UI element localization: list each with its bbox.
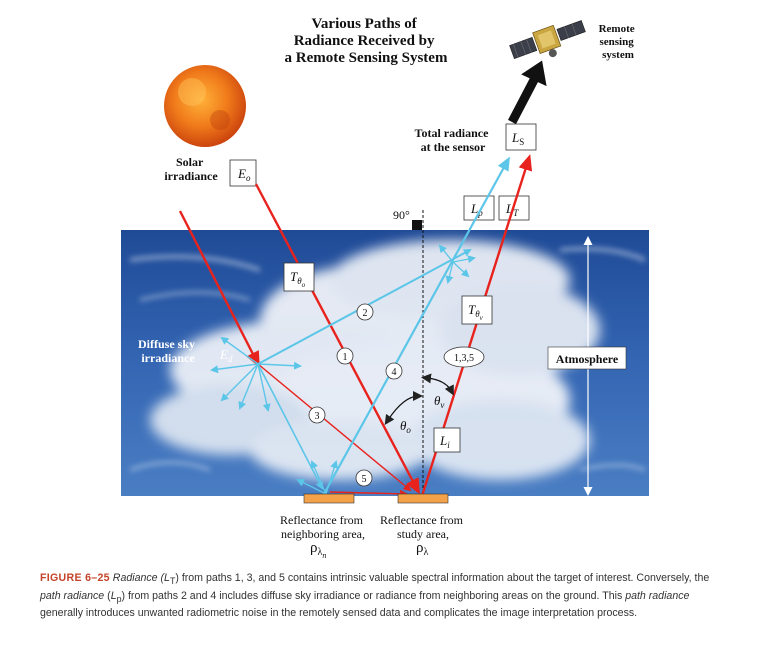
svg-text:1: 1 — [343, 352, 348, 363]
sensor-radiance-symbol-box: LS — [505, 123, 537, 151]
diffuse-irradiance-symbol: Ed — [219, 347, 233, 364]
svg-text:4: 4 — [392, 367, 397, 378]
svg-text:5: 5 — [362, 474, 367, 485]
caption-sub-2: p — [116, 593, 122, 604]
view-angle-label: θv — [434, 393, 444, 410]
svg-text:Li: Li — [439, 433, 450, 450]
path-number-4: 4 — [385, 362, 403, 380]
remote-sensing-system-label: Remote sensing system — [599, 23, 638, 61]
path-number-1-3-5: 1,3,5 — [443, 346, 485, 368]
caption-sym-1: L — [164, 572, 170, 584]
neighbor-scatter-burst — [296, 460, 339, 495]
title-line-1: Various Paths of — [311, 16, 417, 32]
intrinsic-radiance-symbol-box: Li — [433, 427, 461, 453]
path-radiance-symbol-box: Lp — [463, 195, 495, 221]
right-angle-marker — [412, 220, 422, 230]
caption-part-4: ) from paths 2 and 4 includes diffuse sk… — [121, 589, 626, 602]
svg-text:Tθv: Tθv — [468, 302, 484, 322]
diagram-title: Various Paths of Radiance Received by a … — [285, 16, 448, 66]
path-1-direct-solar — [254, 183, 420, 495]
sensor-arrow-head — [521, 60, 547, 87]
caption-em-2: path radiance — [625, 589, 690, 602]
path-number-3: 3 — [308, 406, 326, 424]
caption-part-5: generally introduces unwanted radiometri… — [40, 607, 638, 620]
satellite-icon — [509, 20, 586, 59]
neighboring-area-label: Reflectance from neighboring area, — [280, 513, 366, 541]
caption-sym-2: L — [110, 589, 117, 602]
svg-text:2: 2 — [363, 308, 368, 319]
sun-icon — [164, 65, 246, 147]
svg-text:3: 3 — [315, 411, 320, 422]
path-5-neighbor-to-target — [329, 489, 408, 498]
path-number-5: 5 — [355, 469, 373, 487]
solar-zenith-angle-arc — [384, 391, 423, 425]
svg-text:LS: LS — [511, 130, 524, 147]
svg-text:1,3,5: 1,3,5 — [454, 353, 474, 364]
study-area-label: Reflectance from study area, — [380, 513, 466, 541]
svg-text:Atmosphere: Atmosphere — [556, 352, 619, 366]
figure-caption: FIGURE 6–25 Radiance (LT) from paths 1, … — [40, 571, 730, 621]
view-transmittance-symbol-box: Tθv — [461, 295, 493, 325]
caption-part-1: Radiance ( — [109, 572, 165, 584]
solar-zenith-angle-label: θo — [400, 418, 411, 435]
upper-scatter-burst — [438, 244, 476, 284]
svg-text:LT: LT — [505, 201, 519, 218]
ninety-degree-label: 90° — [393, 208, 410, 222]
svg-text:Lp: Lp — [470, 201, 483, 218]
caption-sub-1: T — [169, 576, 176, 587]
sensor-arrow — [508, 75, 539, 125]
diffuse-sky-irradiance-label: Diffuse sky irradiance — [138, 337, 198, 365]
title-line-2: Radiance Received by — [294, 33, 435, 49]
caption-part-3: ( — [104, 589, 111, 602]
neighboring-reflectance-symbol: ρλn — [310, 540, 326, 560]
path-4-neighbor-to-sensor — [323, 156, 510, 495]
svg-text:Tθo: Tθo — [290, 269, 306, 289]
diffuse-scatter-burst — [210, 336, 302, 412]
study-area-reflectance-symbol: ρλ — [416, 540, 429, 558]
svg-text:Ed: Ed — [219, 347, 233, 364]
solar-irradiance-symbol-box: Eo — [229, 159, 257, 187]
title-line-3: a Remote Sensing System — [285, 50, 448, 66]
solar-transmittance-symbol-box: Tθo — [283, 262, 315, 292]
caption-part-2: ) from paths 1, 3, and 5 contains intrin… — [175, 572, 710, 584]
atmosphere-label: Atmosphere — [547, 346, 627, 370]
path-3-diffuse-to-target — [257, 363, 412, 492]
study-area-target — [397, 493, 449, 504]
view-angle-arc — [421, 373, 454, 396]
caption-em-1: path radiance — [40, 589, 105, 602]
path-number-1: 1 — [336, 347, 354, 365]
total-radiance-label: Total radiance at the sensor — [415, 126, 492, 154]
solar-incident-path — [178, 210, 260, 368]
path-number-2: 2 — [356, 303, 374, 321]
neighboring-area-target — [303, 493, 355, 504]
svg-text:Eo: Eo — [237, 166, 251, 183]
figure-number: FIGURE 6–25 — [40, 572, 110, 584]
solar-irradiance-label: Solar irradiance — [164, 155, 218, 183]
